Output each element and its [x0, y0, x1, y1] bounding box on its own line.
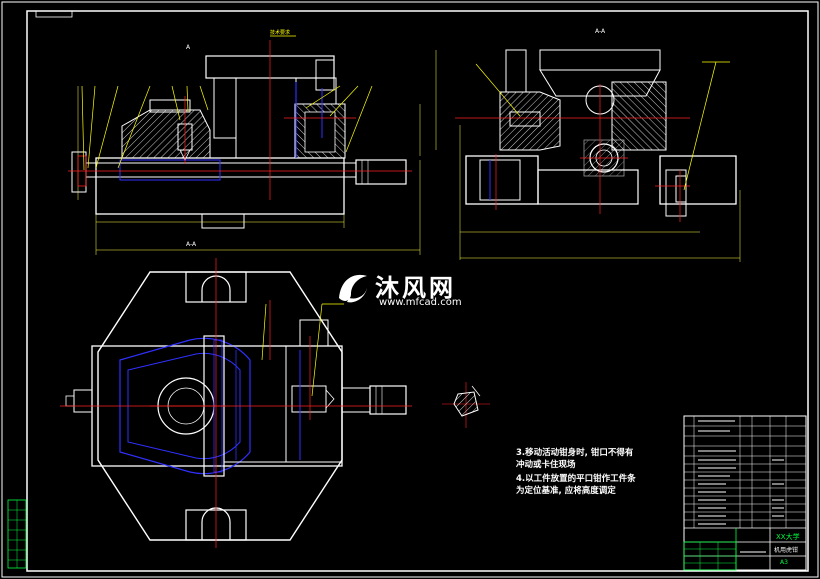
- inner-border: [26, 10, 809, 572]
- section-mark-label: A: [186, 44, 191, 51]
- front-view: 技术要求: [68, 29, 421, 255]
- note-line-2: 冲动或卡住现场: [516, 460, 576, 470]
- title-block-sheet: A3: [780, 559, 788, 566]
- watermark: 沐风网 www.mfcad.com: [335, 268, 495, 312]
- title-block-drawing-name: 机用虎钳: [774, 547, 799, 554]
- svg-text:技术要求: 技术要求: [270, 29, 290, 36]
- title-block: [683, 415, 807, 571]
- section-aa-view: [435, 49, 741, 262]
- section-aa-label: A-A: [595, 28, 606, 35]
- corner-tab: [35, 10, 73, 18]
- section-mark-bottom-label: A-A: [186, 241, 197, 248]
- watermark-text: 沐风网: [375, 274, 456, 302]
- title-block-org: XX大学: [776, 533, 800, 541]
- note-line-3: 4.以工件放置的平口钳作工件条: [516, 474, 636, 484]
- note-line-4: 为定位基准, 应将高度调定: [516, 486, 616, 496]
- watermark-url: www.mfcad.com: [379, 297, 462, 308]
- top-view: [60, 258, 412, 548]
- side-strip: [7, 499, 27, 569]
- detail-view: [442, 382, 490, 428]
- note-line-1: 3.移动活动钳身时, 钳口不得有: [516, 448, 634, 458]
- watermark-logo-icon: [339, 274, 367, 303]
